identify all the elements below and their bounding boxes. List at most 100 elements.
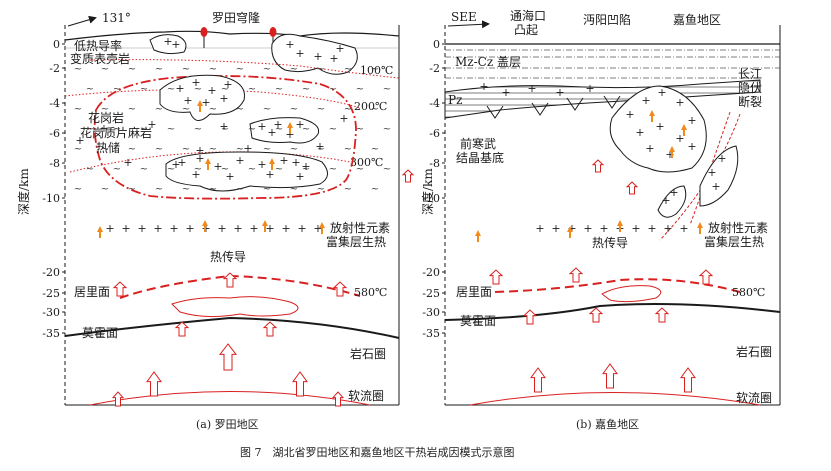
upwelling-arrow-icon [698,269,714,285]
panel-b-basement-2: 结晶基底 [456,150,504,165]
metamorphic-symbol: ~ [236,104,244,115]
metamorphic-symbol: ~ [101,64,109,75]
panel-a-radiogenic-2: 富集层生热 [326,234,386,249]
metamorphic-symbol: ~ [344,184,352,195]
metamorphic-symbol: ~ [113,84,121,95]
granite-symbol: + [171,158,180,171]
metamorphic-symbol: ~ [290,144,298,155]
granite-symbol: + [625,108,634,121]
panel-a-asthenosphere-top [89,391,371,406]
upwelling-arrow-icon [111,391,125,407]
upwelling-arrow-icon [488,269,504,285]
heat-flow-arrow-icon [567,226,573,238]
metamorphic-symbol: ~ [344,104,352,115]
panel-a-tick-label: 0 [53,38,60,51]
granite-symbol: + [171,38,180,51]
metamorphic-symbol: ~ [263,184,271,195]
metamorphic-symbol: ~ [128,144,136,155]
panel-b-ylabel: 深度/km [420,168,435,215]
metamorphic-symbol: ~ [275,164,283,175]
granite-symbol: + [123,156,132,169]
metamorphic-symbol: ~ [383,164,391,175]
granite-symbol: + [219,120,228,133]
upwelling-arrow-icon [174,321,190,337]
granite-symbol: + [663,222,672,235]
panel-a-low-conductivity-1: 低热导率 [74,38,122,53]
panel-b-moho-label: 莫霍面 [460,314,496,328]
granite-symbol: + [555,86,564,99]
metamorphic-symbol: ~ [302,164,310,175]
granite-symbol: + [195,144,204,157]
metamorphic-symbol: ~ [302,124,310,135]
granite-symbol: + [527,82,536,95]
panel-b-curie-label: 居里面 [456,285,492,299]
granite-symbol: + [679,222,688,235]
metamorphic-symbol: ~ [209,144,217,155]
granite-symbol: + [177,156,186,169]
upwelling-arrow-icon [146,371,162,397]
metamorphic-symbol: ~ [209,184,217,195]
granite-symbol: + [99,122,108,135]
metamorphic-symbol: ~ [221,164,229,175]
metamorphic-symbol: ~ [194,84,202,95]
panel-a-depth-ticks: 0-2-4-6-8-10-20-25-30-35 [42,38,65,340]
panel-a-tick-label: -6 [49,127,60,140]
metamorphic-symbol: ~ [329,84,337,95]
granite-symbol: + [297,222,306,235]
heat-flow-arrow-icon [697,222,703,234]
panel-a-moho-label: 莫霍面 [82,326,118,340]
metamorphic-symbol: ~ [371,144,379,155]
panel-a-isotherm-100-label: 100℃ [360,64,393,77]
panel-a-tick-label: -30 [42,306,60,319]
upwelling-arrow-icon [602,363,618,389]
granite-symbol: + [655,120,664,133]
pz-fault-wedge [566,97,584,111]
panel-a-low-conductivity-2: 变质表壳岩 [70,51,130,66]
metamorphic-symbol: ~ [263,144,271,155]
granite-symbol: + [641,94,650,107]
granite-symbol: + [223,78,232,91]
panel-b-radiogenic-1: 放射性元素 [708,220,768,235]
panel-a-tick-label: -25 [42,287,60,300]
granite-symbol: + [645,142,654,155]
panel-b-depth-ticks: 0-2-4-6-8-10-20-25-30-35 [422,38,445,340]
pz-fault-wedge [603,95,621,109]
granite-symbol: + [121,222,130,235]
granite-symbol: + [335,42,344,55]
panel-b-pluton-fault [699,145,739,207]
granite-symbol: + [313,50,322,63]
panel-a-pluton-2 [249,117,320,144]
panel-b-iso-580: 580℃ [732,286,765,299]
granite-symbol: + [295,47,304,60]
metamorphic-symbol: ~ [317,64,325,75]
panel-a-granite-3: 热储 [96,140,120,155]
metamorphic-symbol: ~ [248,164,256,175]
granite-symbol: + [583,222,592,235]
metamorphic-symbol: ~ [344,64,352,75]
metamorphic-symbol: ~ [221,84,229,95]
metamorphic-symbol: ~ [113,124,121,135]
metamorphic-symbol: ~ [383,124,391,135]
panel-a-curie-surface [119,274,361,299]
upwelling-arrow-icon [654,307,670,323]
panel-a-melt-zone [171,296,299,318]
metamorphic-symbol: ~ [101,144,109,155]
granite-symbol: + [291,156,300,169]
granite-symbol: + [661,194,670,207]
metamorphic-symbol: ~ [356,84,364,95]
panel-b-pz-layer [444,79,761,119]
pz-fault-wedge [486,105,504,119]
panel-a-caption: (a) 罗田地区 [196,418,259,431]
panel-a-tick-label: -35 [42,327,60,340]
panel-b: SEE 通海口 凸起 沔阳凹陷 嘉鱼地区 Mz-Cz 盖层 Pz 长江 隐伏 断… [444,8,781,431]
panel-a-azimuth-arrow [67,15,97,27]
panel-a-dome-label: 罗田穹隆 [212,10,260,25]
metamorphic-symbol: ~ [290,64,298,75]
granite-symbol: + [257,120,266,133]
metamorphic-symbol: ~ [74,144,82,155]
upwelling-arrow-icon [262,321,278,337]
granite-symbol: + [711,180,720,193]
panel-a-granite-surface-2 [271,33,358,75]
granite-symbol: + [675,96,684,109]
heat-flow-arrow-icon [475,230,481,242]
